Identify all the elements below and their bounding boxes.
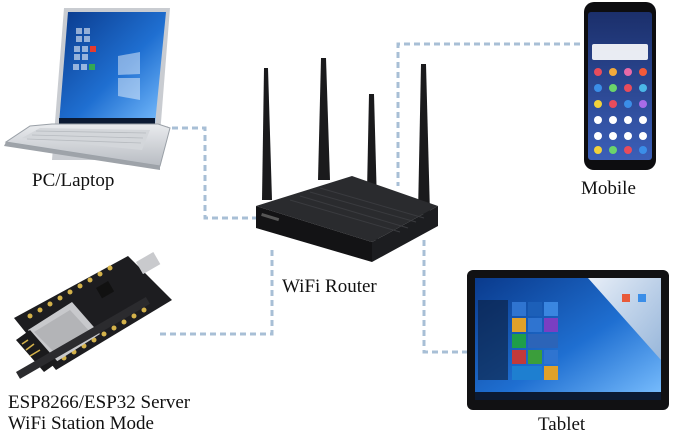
tablet-tiles [512, 302, 558, 380]
connector-laptop-router [162, 126, 258, 220]
esp-label-line2: WiFi Station Mode [8, 413, 154, 434]
mobile-phone-icon [584, 2, 656, 170]
connector-tablet-router [422, 238, 468, 354]
connector-lines [160, 42, 580, 354]
tablet-icon [467, 270, 669, 410]
connector-esp-router [160, 248, 274, 336]
wifi-router-icon [256, 58, 438, 262]
connector-mobile-router [396, 42, 580, 186]
esp-board-icon [14, 251, 172, 379]
laptop-label: PC/Laptop [32, 170, 115, 191]
mobile-label: Mobile [581, 178, 636, 199]
esp-label-line1: ESP8266/ESP32 Server [8, 392, 191, 413]
laptop-icon [4, 8, 171, 170]
router-label: WiFi Router [282, 276, 377, 297]
phone-app-icons [594, 68, 647, 154]
tablet-label: Tablet [538, 414, 586, 435]
